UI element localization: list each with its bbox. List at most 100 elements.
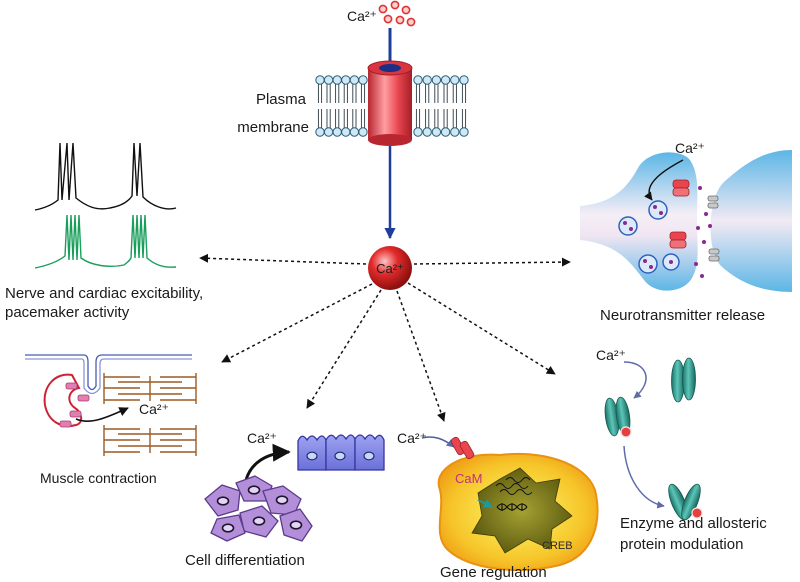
protein-subunit xyxy=(682,357,696,401)
receptor xyxy=(708,255,720,262)
neurotransmitter xyxy=(629,227,633,231)
lipid-head xyxy=(459,127,469,137)
lipid-head xyxy=(422,75,432,85)
myofibril xyxy=(103,425,197,456)
excitability-label-line1: Nerve and cardiac excitability, xyxy=(5,285,203,302)
binding-arrow xyxy=(623,361,647,399)
excitability-panel: Nerve and cardiac excitability, pacemake… xyxy=(5,142,203,321)
calcium-binding-arrow xyxy=(421,436,455,448)
receptor-segment xyxy=(459,440,475,460)
calcium-channel xyxy=(367,60,413,146)
nucleus xyxy=(334,451,346,461)
arrow-to-enzyme xyxy=(407,282,556,375)
calcium-ion xyxy=(406,17,416,27)
differentiation-label: Cell differentiation xyxy=(185,552,305,569)
nucleus xyxy=(221,523,235,533)
calcium-ion xyxy=(383,14,393,24)
synaptic-vesicles xyxy=(618,200,680,274)
vesicle xyxy=(648,200,668,220)
bound-calcium xyxy=(620,426,632,438)
postsynaptic-receptors xyxy=(707,195,720,262)
channel-segment xyxy=(669,239,687,249)
enzyme-label-line2: protein modulation xyxy=(620,536,743,553)
differentiation-panel: Ca²⁺ Cell differentiation xyxy=(185,430,385,569)
gene-ion-label: Ca²⁺ xyxy=(397,430,427,446)
ryanodine-receptor xyxy=(59,420,72,428)
ryanodine-receptor xyxy=(65,382,78,390)
neurotransmitter xyxy=(649,265,653,269)
lipid-head xyxy=(315,75,325,85)
lipid-head xyxy=(341,127,351,137)
membrane-receptor xyxy=(450,436,475,460)
calcium-ion xyxy=(390,0,400,10)
calcium-sphere xyxy=(368,246,412,290)
chromatin-strand xyxy=(505,477,531,483)
sarcolemma-inner xyxy=(25,358,192,395)
neurotransmitter xyxy=(696,226,700,230)
nucleus xyxy=(363,451,375,461)
lipid-head xyxy=(440,75,451,85)
lipid-head xyxy=(323,127,334,137)
calcium-ion xyxy=(395,15,405,25)
lipid-bilayer xyxy=(315,75,469,137)
calcium-ions xyxy=(378,0,416,27)
lipid-head xyxy=(413,75,423,85)
protein-subunit xyxy=(681,483,701,521)
channel-segment xyxy=(672,179,690,189)
nucleus xyxy=(216,496,230,506)
lipid-head xyxy=(422,127,432,137)
calmodulin-label: CaM xyxy=(455,471,482,486)
calcium-ion xyxy=(401,5,411,15)
lipid-head xyxy=(323,75,334,85)
lipid-head xyxy=(358,75,368,85)
neurotransmitter xyxy=(708,224,712,228)
channel-pore xyxy=(379,64,401,72)
neurotransmitter xyxy=(704,212,708,216)
muscle-ion-label: Ca²⁺ xyxy=(139,401,169,417)
calcium-hub-label: Ca²⁺ xyxy=(376,261,404,276)
calcium-ion xyxy=(378,4,388,14)
lipid-head xyxy=(315,127,325,137)
neurotransmitter xyxy=(653,205,657,209)
presynaptic-terminal xyxy=(580,152,698,291)
lipid-head xyxy=(341,75,351,85)
sarcolemma xyxy=(25,354,192,391)
gene-label: Gene regulation xyxy=(440,564,547,581)
differentiation-ion-label: Ca²⁺ xyxy=(247,430,277,446)
postsynaptic-terminal xyxy=(710,150,792,292)
lipid-head xyxy=(332,75,342,85)
nucleus xyxy=(275,495,289,505)
receptor xyxy=(707,202,719,209)
vesicle xyxy=(618,216,638,236)
lipid-head xyxy=(459,75,469,85)
action-potential-trace xyxy=(34,142,177,211)
ryanodine-receptor xyxy=(69,410,82,418)
arrow-to-gene xyxy=(396,290,446,422)
presynaptic-calcium-channel xyxy=(669,231,687,249)
arrow-to-excitability xyxy=(199,253,367,265)
nucleus xyxy=(252,516,266,526)
progenitor-nuclei xyxy=(216,485,303,533)
enzyme-ion-label: Ca²⁺ xyxy=(596,347,626,363)
active-protein xyxy=(668,483,703,521)
burst-firing-trace xyxy=(34,214,177,269)
neurotransmitter xyxy=(702,240,706,244)
lipid-head xyxy=(349,127,360,137)
synapse-ion-label: Ca²⁺ xyxy=(675,140,705,156)
neurotransmitter xyxy=(669,260,673,264)
progenitor-cells xyxy=(204,475,313,542)
arrow-to-muscle xyxy=(221,283,373,363)
calcium-release-channels xyxy=(59,382,90,428)
effect-arrows xyxy=(199,253,571,422)
myofibril xyxy=(103,373,197,404)
neurotransmitter xyxy=(698,186,702,190)
ion-label-top: Ca²⁺ xyxy=(347,8,377,24)
lipid-head xyxy=(440,127,451,137)
calcium-entry-arrow xyxy=(644,159,684,201)
neurotransmitter xyxy=(659,211,663,215)
neurotransmitters xyxy=(623,186,712,278)
lipid-head xyxy=(431,127,442,137)
creb-label: CREB xyxy=(542,540,573,552)
receptor xyxy=(707,195,719,202)
